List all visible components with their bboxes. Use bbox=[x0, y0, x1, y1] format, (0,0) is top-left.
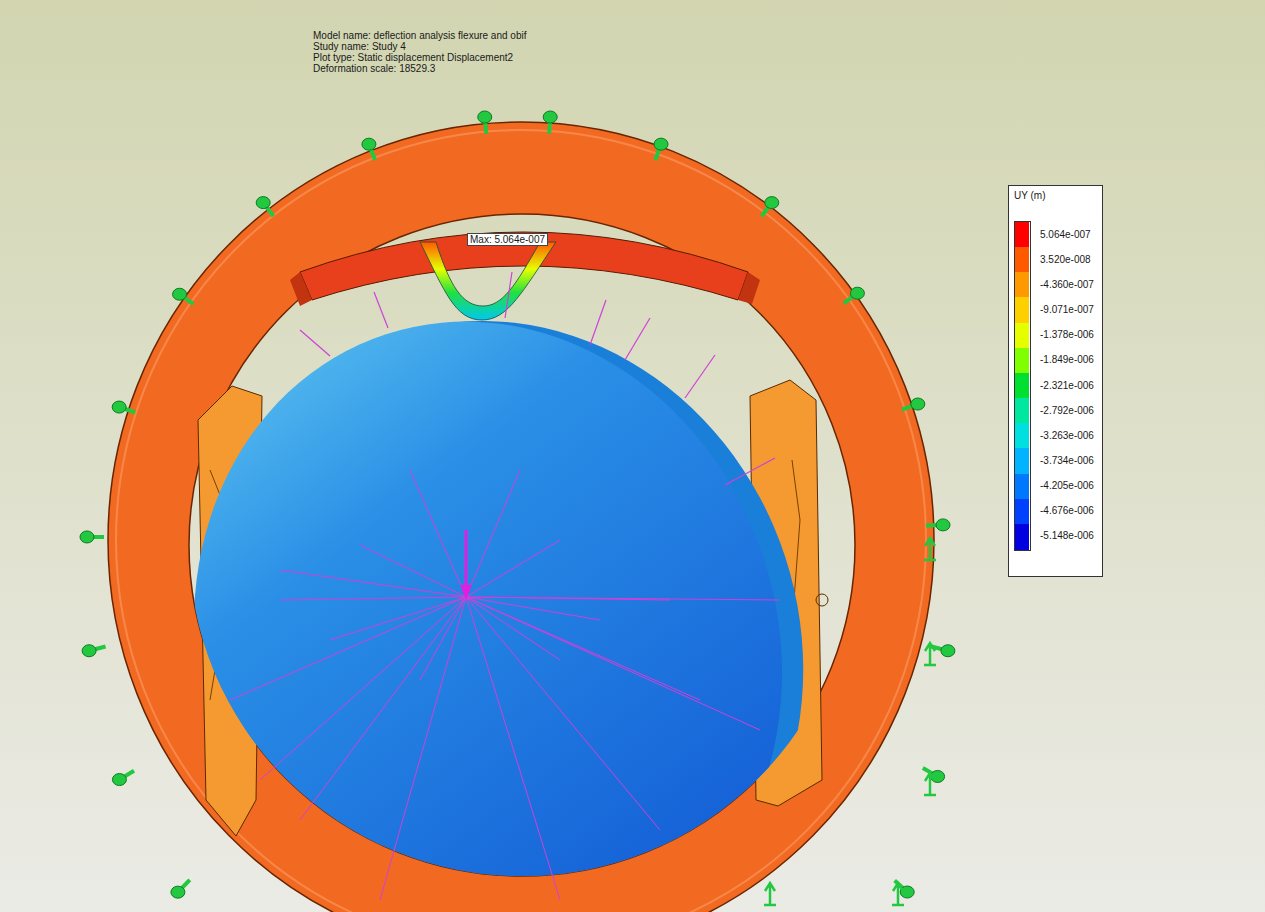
fixture-pin bbox=[478, 111, 492, 134]
fixture-pin bbox=[173, 288, 194, 304]
load-line bbox=[466, 597, 670, 600]
load-line bbox=[380, 597, 466, 900]
fixture-pin bbox=[902, 398, 925, 410]
legend-swatch bbox=[1015, 297, 1029, 324]
load-line bbox=[466, 470, 520, 597]
load-line bbox=[466, 540, 560, 597]
fixture-arrow bbox=[924, 643, 936, 665]
legend-title: UY (m) bbox=[1014, 190, 1045, 201]
legend-swatch bbox=[1015, 524, 1029, 551]
legend-value: -3.263e-006 bbox=[1040, 430, 1094, 441]
legend-value: 3.520e-008 bbox=[1040, 254, 1091, 265]
fixture-pin bbox=[543, 111, 557, 134]
fixture-arrow bbox=[924, 538, 936, 560]
legend-value: -2.792e-006 bbox=[1040, 405, 1094, 416]
load-line bbox=[410, 470, 466, 597]
load-line bbox=[466, 597, 600, 620]
legend-swatch bbox=[1015, 323, 1029, 350]
legend-swatch bbox=[1015, 398, 1029, 425]
load-line bbox=[466, 597, 660, 830]
header-line: Study name: Study 4 bbox=[313, 41, 406, 52]
legend-swatch bbox=[1015, 222, 1029, 249]
fixture-arrow bbox=[764, 883, 776, 905]
load-line bbox=[466, 597, 560, 660]
load-line bbox=[330, 597, 466, 640]
legend-value: -2.321e-006 bbox=[1040, 380, 1094, 391]
fixture-pin bbox=[171, 880, 190, 898]
load-line bbox=[466, 597, 700, 700]
legend-value: -1.849e-006 bbox=[1040, 354, 1094, 365]
load-line bbox=[466, 597, 780, 600]
legend-swatch bbox=[1015, 474, 1029, 501]
load-line bbox=[260, 597, 466, 780]
legend-value: -5.148e-006 bbox=[1040, 530, 1094, 541]
legend-swatch bbox=[1015, 272, 1029, 299]
load-line bbox=[230, 597, 466, 700]
load-line bbox=[360, 545, 466, 597]
fixture-pin bbox=[926, 519, 950, 531]
fixture-pin bbox=[762, 197, 779, 217]
legend-value: -9.071e-007 bbox=[1040, 304, 1094, 315]
legend-value: -4.676e-006 bbox=[1040, 505, 1094, 516]
legend-swatch bbox=[1015, 448, 1029, 475]
fixture-pin bbox=[654, 138, 668, 160]
fixture-arrow bbox=[892, 883, 904, 905]
load-line bbox=[300, 597, 466, 820]
load-line bbox=[280, 597, 466, 600]
fixture-pin bbox=[256, 197, 273, 217]
max-callout: Max: 5.064e-007 bbox=[467, 233, 548, 246]
legend-value: -4.205e-006 bbox=[1040, 480, 1094, 491]
fixture-pin bbox=[80, 531, 104, 543]
legend-swatch bbox=[1015, 247, 1029, 274]
legend-value: -3.734e-006 bbox=[1040, 455, 1094, 466]
header-line: Model name: deflection analysis flexure … bbox=[313, 30, 526, 41]
fixture-arrow bbox=[924, 773, 936, 795]
header-line: Deformation scale: 18529.3 bbox=[313, 63, 435, 74]
fixture-pin bbox=[362, 138, 376, 160]
load-line bbox=[466, 597, 560, 900]
fixture-pin bbox=[82, 645, 105, 657]
fixture-pin bbox=[112, 401, 135, 413]
fixture-pin bbox=[112, 771, 134, 786]
legend-value: 5.064e-007 bbox=[1040, 229, 1091, 240]
legend-value: -4.360e-007 bbox=[1040, 279, 1094, 290]
header-line: Plot type: Static displacement Displacem… bbox=[313, 52, 513, 63]
legend-swatch bbox=[1015, 499, 1029, 526]
legend-swatch bbox=[1015, 423, 1029, 450]
legend-swatch bbox=[1015, 373, 1029, 400]
fixture-pin bbox=[844, 287, 865, 303]
legend-value: -1.378e-006 bbox=[1040, 329, 1094, 340]
load-line bbox=[466, 597, 760, 730]
legend-swatch bbox=[1015, 348, 1029, 375]
